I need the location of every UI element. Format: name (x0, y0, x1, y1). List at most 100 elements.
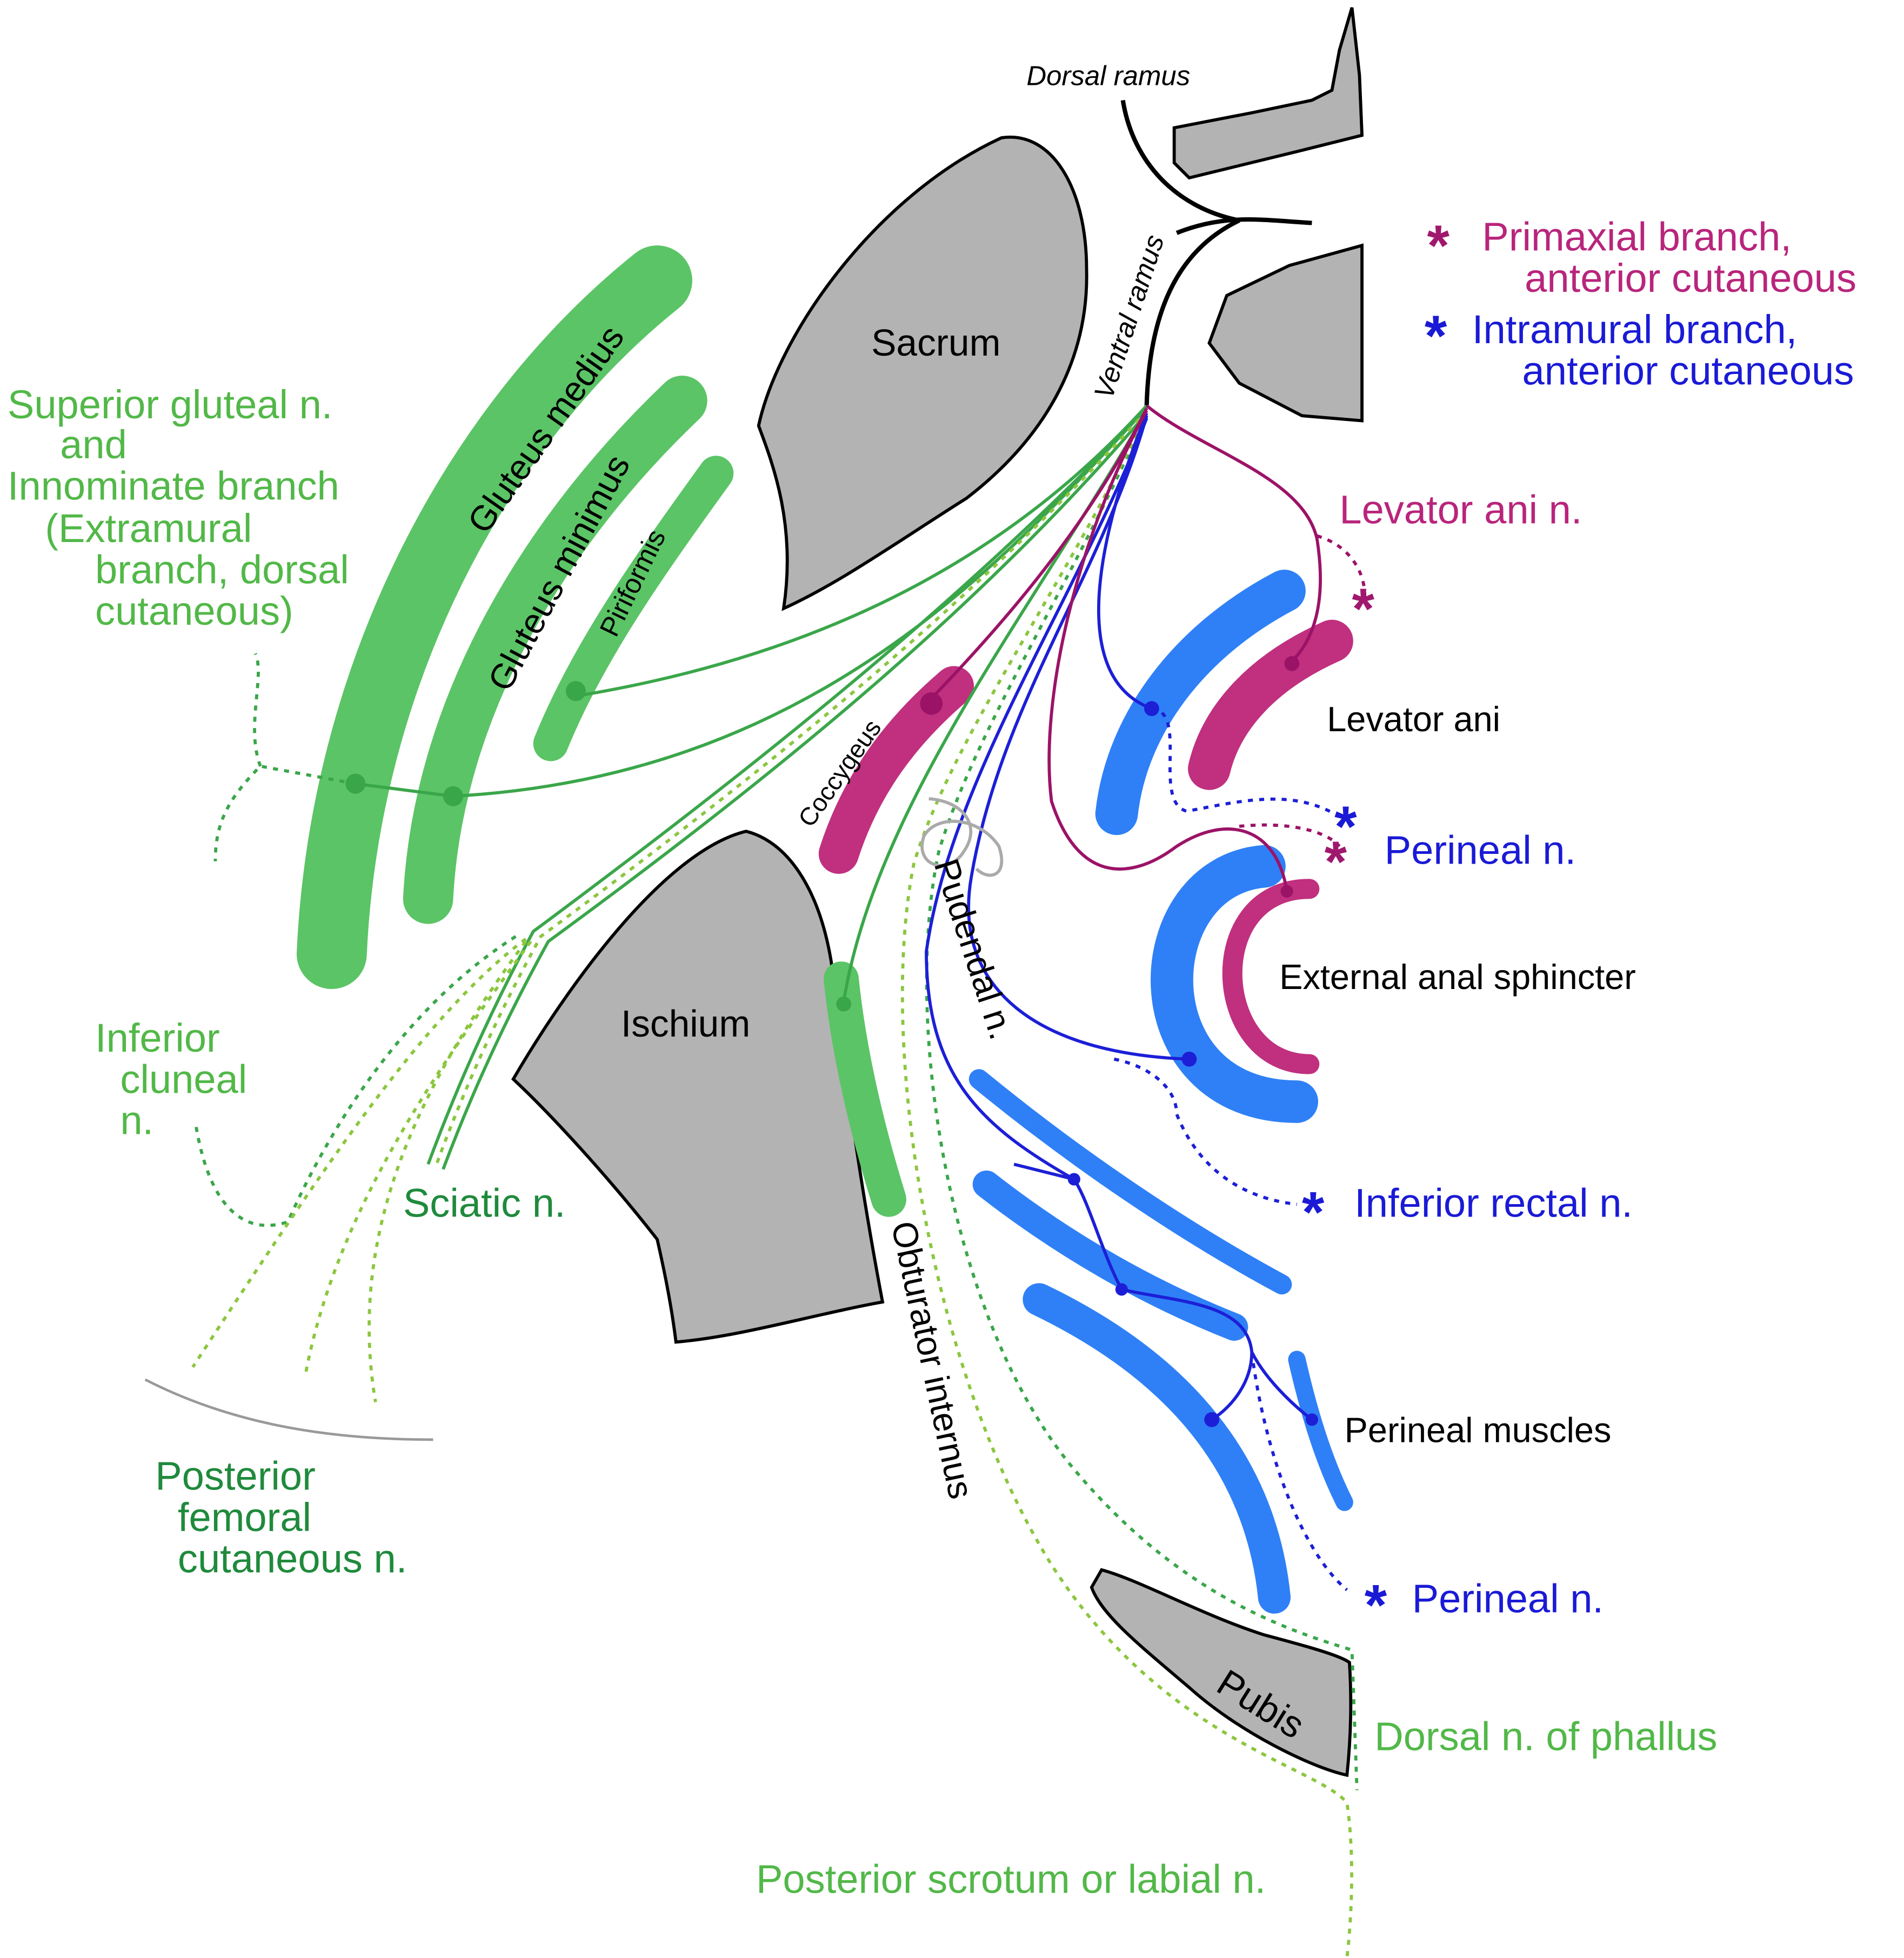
pudendal-label: Pudendal n. (927, 854, 1022, 1044)
dot-perineal-1 (1067, 1173, 1080, 1186)
sciatic-label: Sciatic n. (403, 1181, 566, 1226)
legend-star-intramural: * (1425, 304, 1447, 368)
bones (511, 7, 1364, 1777)
labels: Dorsal ramus Ventral ramus Sacrum Ischiu… (8, 61, 1718, 1902)
svg-text:cutaneous n.: cutaneous n. (178, 1536, 407, 1581)
dorsal-ramus-label: Dorsal ramus (1026, 61, 1190, 91)
external-anal-sphincter-label: External anal sphincter (1279, 957, 1636, 997)
svg-text:Superior gluteal n.: Superior gluteal n. (8, 382, 333, 427)
perineal-n-lower-label: Perineal n. (1412, 1576, 1604, 1621)
dot-perineal-3 (1204, 1412, 1220, 1427)
dot-sphincter-blue (1181, 1051, 1197, 1067)
gluteus-medius-muscle (296, 245, 692, 990)
levator-ani-dotted (1316, 534, 1367, 602)
gray-swirl (920, 797, 1004, 877)
posterior-femoral-dotted-2 (304, 940, 532, 1375)
nerve-dots (345, 656, 1318, 1427)
svg-text:cluneal: cluneal (120, 1057, 247, 1101)
levator-ani-label: Levator ani (1327, 699, 1500, 739)
dot-gluteus-medius (345, 773, 366, 794)
external-anal-sphincter-magenta-ring (1222, 879, 1320, 1074)
sacrum-label: Sacrum (871, 322, 1000, 364)
svg-text:n.: n. (120, 1098, 153, 1143)
inferior-rectal-label: Inferior rectal n. (1354, 1181, 1633, 1226)
piriformis-nerve (576, 404, 1148, 698)
superior-gluteal-nerve (355, 407, 1148, 798)
coccygeus-nerve (927, 407, 1148, 703)
legend-primaxial-line1: Primaxial branch, (1482, 214, 1792, 259)
dot-piriformis (565, 681, 586, 701)
perineal-muscles-label: Perineal muscles (1345, 1411, 1612, 1450)
perineal-muscle-3 (1023, 1283, 1291, 1614)
pudendal-nerve (967, 415, 1190, 1061)
perineal-muscle-1 (968, 1069, 1292, 1295)
posterior-femoral-dotted-1 (191, 938, 527, 1368)
legend-intramural-line2: anterior cutaneous (1522, 348, 1854, 393)
perineal-lower-dotted (1250, 1352, 1348, 1592)
sciatic-nerve-1 (426, 407, 1148, 1165)
dorsal-ramus-nerve (1120, 99, 1240, 223)
dorsal-phallus-label: Dorsal n. of phallus (1374, 1714, 1717, 1759)
star-perineal-lower: * (1365, 1573, 1387, 1638)
dot-perineal-2 (1115, 1283, 1128, 1296)
green-nerves (191, 404, 1359, 1958)
star-inferior-rectal: * (1302, 1180, 1325, 1244)
blue-muscles (968, 570, 1353, 1614)
piriformis-muscle (533, 456, 734, 761)
vertebra-lower-bone (1207, 243, 1364, 423)
dot-gluteus-minimus (443, 786, 464, 806)
svg-text:Posterior: Posterior (155, 1454, 316, 1499)
levator-ani-muscle (1188, 619, 1353, 790)
dot-obturator (836, 996, 852, 1012)
pubis-bone (1090, 1568, 1353, 1777)
svg-text:and: and (60, 422, 127, 467)
svg-text:(Extramural: (Extramural (45, 506, 252, 551)
dot-coccygeus (920, 692, 943, 715)
levator-ani-blue-muscle (1095, 570, 1306, 836)
svg-text:branch, dorsal: branch, dorsal (95, 547, 349, 592)
star-perineal-magenta: * (1325, 830, 1347, 894)
posterior-scrotum-label: Posterior scrotum or labial n. (756, 1856, 1266, 1901)
legend: * Primaxial branch, anterior cutaneous *… (1425, 213, 1856, 393)
sciatic-nerve-2 (442, 412, 1148, 1170)
ischium-label: Ischium (621, 1003, 750, 1045)
obturator-internus-label: Obturator internus (884, 1218, 981, 1502)
perineal-deep-nerve (925, 417, 1254, 1421)
inferior-cluneal-label: Inferior cluneal n. (95, 1015, 247, 1143)
sacrum-bone (757, 135, 1088, 611)
sphincter-magenta-nerve (1047, 410, 1288, 892)
skin-arc (144, 1378, 433, 1441)
perineal-branch-b (1250, 1351, 1313, 1421)
external-anal-sphincter-blue-ring (1151, 845, 1318, 1123)
star-levator-ani: * (1352, 577, 1375, 641)
posterior-femoral-label: Posterior femoral cutaneous n. (155, 1454, 407, 1581)
inferior-rectal-dotted (1113, 1057, 1297, 1206)
levator-ani-nerve (1145, 404, 1322, 665)
blue-nerves (925, 412, 1348, 1592)
ventral-ramus-nerve (1144, 218, 1240, 406)
perineal-muscle-4 (1288, 1351, 1353, 1511)
inferior-cluneal-dotted (193, 935, 517, 1227)
ischium-bone (511, 830, 885, 1344)
levator-ani-n-label: Levator ani n. (1339, 487, 1582, 532)
dot-levator-ani-blue (1144, 701, 1159, 717)
svg-text:Inferior: Inferior (95, 1015, 220, 1060)
legend-primaxial-line2: anterior cutaneous (1525, 256, 1856, 300)
legend-intramural-line1: Intramural branch, (1472, 307, 1797, 352)
dorsal-phallus-dotted (925, 412, 1359, 1790)
sciatic-nerve-dotted (434, 409, 1148, 1167)
posterior-scrotum-dotted (900, 412, 1353, 1958)
dot-perineal-4 (1305, 1413, 1318, 1426)
svg-text:femoral: femoral (178, 1495, 311, 1540)
legend-star-primaxial: * (1427, 213, 1450, 278)
dot-levator-ani-magenta (1284, 656, 1300, 671)
perineal-branch-a (1013, 1162, 1075, 1181)
superior-gluteal-dotted (213, 653, 356, 861)
posterior-femoral-dotted-3 (368, 940, 527, 1402)
svg-text:cutaneous): cutaneous) (95, 589, 293, 633)
vertebra-upper-bone (1172, 7, 1364, 180)
gluteus-minimus-muscle (403, 376, 707, 924)
magenta-nerves (927, 404, 1367, 892)
star-perineal-blue-upper: * (1334, 794, 1357, 859)
